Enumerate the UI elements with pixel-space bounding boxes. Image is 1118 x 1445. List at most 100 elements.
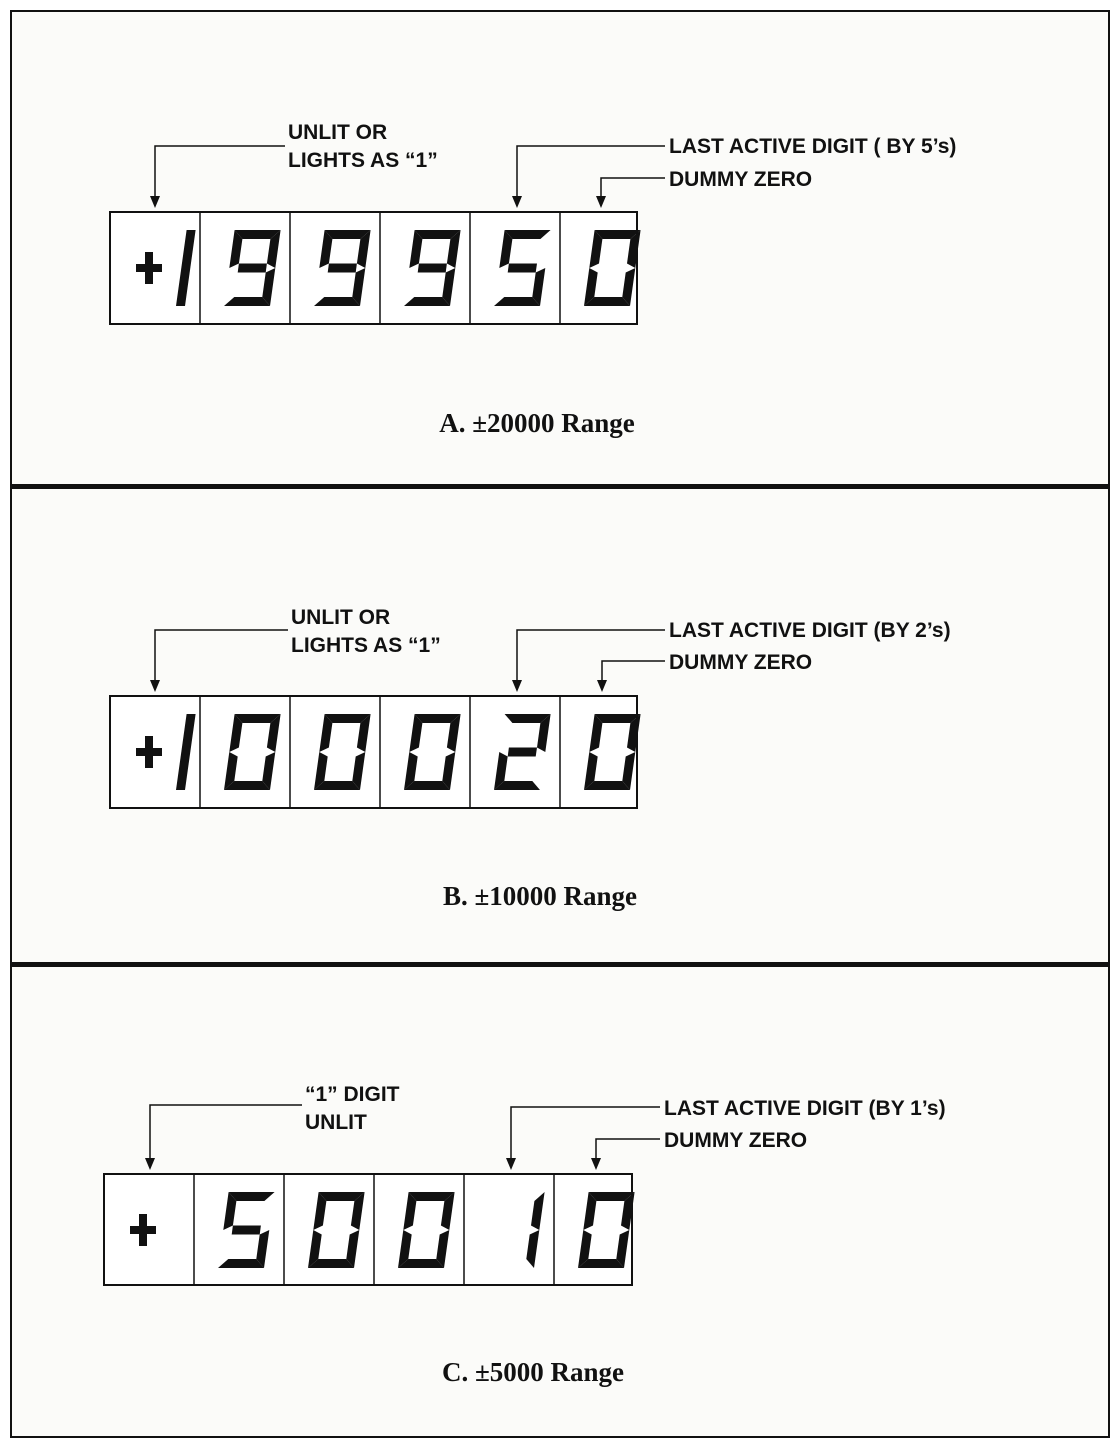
digit-segment <box>504 714 551 723</box>
plus-sign <box>145 736 153 768</box>
digit-segment <box>403 1192 417 1230</box>
digit-segment <box>318 1192 365 1201</box>
digit-segment <box>224 297 270 306</box>
digit-segment <box>256 1230 270 1268</box>
digit-segment <box>532 268 546 306</box>
digit-segment <box>627 714 641 752</box>
dummy-zero-label: DUMMY ZERO <box>669 651 812 674</box>
digit-segment <box>223 1192 237 1230</box>
dummy-zero-label: DUMMY ZERO <box>669 168 812 191</box>
arrowhead <box>150 680 160 692</box>
left-label-line-2: LIGHTS AS “1” <box>288 149 438 172</box>
digit-segment <box>442 752 456 790</box>
arrowhead <box>506 1158 516 1170</box>
digit-segment <box>314 781 360 790</box>
digit-segment <box>494 781 540 790</box>
digit-segment <box>409 714 423 752</box>
panel-a: UNLIT OR LIGHTS AS “1” LAST ACTIVE DIGIT… <box>109 121 956 438</box>
digit-segment <box>440 1192 455 1230</box>
panel-caption: C. ±5000 Range <box>442 1357 624 1387</box>
callout-line-left <box>154 629 288 684</box>
digit-segment <box>622 752 636 790</box>
digit-segment <box>398 1230 412 1268</box>
last-active-digit-label: LAST ACTIVE DIGIT (BY 1’s) <box>664 1097 946 1120</box>
digit-segment <box>352 268 366 306</box>
arrowhead <box>145 1158 155 1170</box>
digit-segment <box>346 1230 360 1268</box>
digit-segment <box>314 752 328 790</box>
digit-segment <box>526 1230 540 1268</box>
digit-segment <box>398 1259 444 1268</box>
digit-segment <box>584 268 598 306</box>
digit-segment <box>228 1192 275 1201</box>
digit-segment <box>262 268 276 306</box>
dummy-zero-label: DUMMY ZERO <box>664 1129 807 1152</box>
digit-segment <box>507 747 537 757</box>
last-active-digit-label: LAST ACTIVE DIGIT ( BY 5’s) <box>669 135 956 158</box>
digit-segment <box>584 781 630 790</box>
digit-segment <box>234 230 281 239</box>
digit-segment <box>404 781 450 790</box>
digit-segment <box>218 1259 264 1268</box>
plus-sign <box>145 252 153 284</box>
digit-segment <box>504 230 551 239</box>
digit-segment <box>224 781 270 790</box>
digit-segment <box>308 1230 322 1268</box>
digit-segment <box>266 230 281 268</box>
digit-segment <box>627 230 641 268</box>
display-frame <box>103 1173 633 1286</box>
callout-line-dummy-zero <box>601 660 665 684</box>
digit-segment <box>578 1259 624 1268</box>
arrowhead <box>512 196 522 208</box>
digit-segment <box>234 714 281 723</box>
digit-segment <box>262 752 276 790</box>
arrowhead <box>597 680 607 692</box>
digit-segment <box>314 297 360 306</box>
digit-segment <box>622 268 636 306</box>
digit-segment <box>237 263 267 273</box>
digit-segment <box>588 1192 635 1201</box>
digit-segment <box>589 714 603 752</box>
digit-segment <box>436 1230 450 1268</box>
arrowhead <box>512 680 522 692</box>
plus-sign <box>139 1214 147 1246</box>
left-label-line-2: UNLIT <box>305 1111 367 1134</box>
digit-segment <box>408 1192 455 1201</box>
digit-segment <box>414 714 461 723</box>
digit-segment <box>584 752 598 790</box>
digit-segment <box>621 1192 635 1230</box>
digit-segment <box>531 1192 545 1230</box>
callout-line-dummy-zero <box>600 177 665 200</box>
arrowhead <box>150 196 160 208</box>
left-label-line-1: “1” DIGIT <box>305 1083 400 1106</box>
digit-segment <box>404 297 450 306</box>
digit-segment <box>356 230 371 268</box>
digit-segment <box>324 230 371 239</box>
callout-line-dummy-zero <box>595 1138 660 1162</box>
digit-segment <box>494 297 540 306</box>
digit-segment <box>356 714 371 752</box>
digit-segment <box>584 297 630 306</box>
digit-segment <box>578 1230 592 1268</box>
digit-segment <box>409 230 423 268</box>
digit-segment <box>266 714 281 752</box>
panel-c: “1” DIGIT UNLIT LAST ACTIVE DIGIT (BY 1’… <box>103 1083 946 1387</box>
arrowhead <box>591 1158 601 1170</box>
digit-segment <box>589 230 603 268</box>
left-label-line-2: LIGHTS AS “1” <box>291 634 441 657</box>
digit-segment <box>417 263 447 273</box>
panel-caption: A. ±20000 Range <box>439 408 635 438</box>
leading-one-digit <box>176 714 196 790</box>
panel-divider <box>10 962 1110 967</box>
digit-segment <box>499 230 513 268</box>
digit-segment <box>404 752 418 790</box>
digit-segment <box>319 714 333 752</box>
digit-segment <box>327 263 357 273</box>
callout-line-last-active <box>516 145 665 200</box>
left-label-line-1: UNLIT OR <box>288 121 387 144</box>
digit-segment <box>616 1230 630 1268</box>
callout-line-left <box>149 1104 302 1162</box>
leading-one-digit <box>176 230 196 306</box>
digit-segment <box>231 1225 261 1235</box>
